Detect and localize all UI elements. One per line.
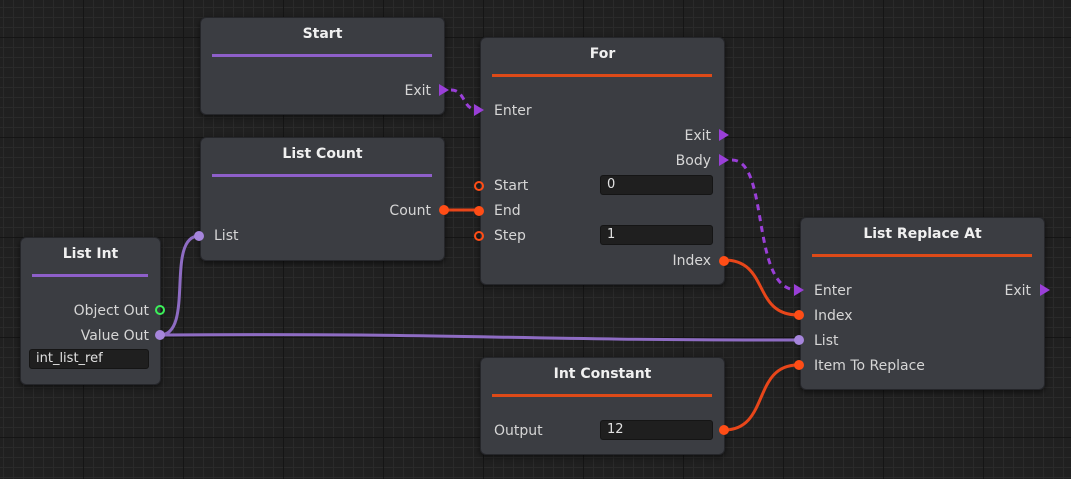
int-constant-output-label: Output <box>494 423 543 439</box>
list-replace-at-item-label: Item To Replace <box>814 358 925 374</box>
for-node[interactable]: For Enter Exit Body Start 0 End Step 1 I… <box>480 37 725 285</box>
list-int-object-out-label: Object Out <box>73 303 149 319</box>
for-body-label: Body <box>675 153 711 169</box>
start-title-divider <box>212 54 432 57</box>
list-replace-at-node[interactable]: List Replace At Enter Exit Index List It… <box>800 217 1045 390</box>
for-exit-label: Exit <box>684 128 711 144</box>
wire-for-index-to-replace-index[interactable] <box>723 258 799 317</box>
list-replace-at-exit-port[interactable] <box>1040 284 1050 296</box>
int-constant-value-field[interactable]: 12 <box>600 420 713 440</box>
list-int-ref-field[interactable]: int_list_ref <box>29 349 149 369</box>
for-step-value-field[interactable]: 1 <box>600 225 713 245</box>
list-count-count-label: Count <box>389 203 431 219</box>
list-count-node-title: List Count <box>282 146 363 162</box>
list-int-object-out-port[interactable] <box>155 305 165 315</box>
for-start-port[interactable] <box>474 181 484 191</box>
wire-for-body-to-replace-enter[interactable] <box>731 158 798 292</box>
list-count-node[interactable]: List Count Count List <box>200 137 445 261</box>
list-replace-at-enter-label: Enter <box>814 283 852 299</box>
int-constant-node-title: Int Constant <box>553 366 652 382</box>
for-node-title: For <box>589 46 616 62</box>
list-replace-at-index-port[interactable] <box>794 310 804 320</box>
list-count-title-divider <box>212 174 432 177</box>
list-count-count-port[interactable] <box>439 205 449 215</box>
list-replace-at-item-port[interactable] <box>794 360 804 370</box>
for-index-label: Index <box>672 253 711 269</box>
for-title-divider <box>492 74 712 77</box>
for-index-port[interactable] <box>719 256 729 266</box>
for-step-label: Step <box>494 228 526 244</box>
list-replace-at-exit-label: Exit <box>1004 283 1031 299</box>
list-replace-at-node-title: List Replace At <box>863 226 982 242</box>
int-constant-node[interactable]: Int Constant Output 12 <box>480 357 725 455</box>
list-replace-at-list-port[interactable] <box>794 335 804 345</box>
start-node-title: Start <box>302 26 343 42</box>
list-replace-at-enter-port[interactable] <box>794 284 804 296</box>
list-int-value-out-port[interactable] <box>155 330 165 340</box>
for-start-value-field[interactable]: 0 <box>600 175 713 195</box>
wire-value-out-to-list-count[interactable] <box>159 234 200 337</box>
start-exit-port[interactable] <box>439 84 449 96</box>
wire-constant-output-to-replace-item[interactable] <box>723 363 799 432</box>
start-exit-label: Exit <box>404 83 431 99</box>
list-count-list-port[interactable] <box>194 231 204 241</box>
list-count-list-label: List <box>214 228 239 244</box>
for-start-label: Start <box>494 178 529 194</box>
int-constant-output-port[interactable] <box>719 425 729 435</box>
list-replace-at-title-divider <box>812 254 1032 257</box>
int-constant-title-divider <box>492 394 712 397</box>
for-enter-port[interactable] <box>474 104 484 116</box>
list-replace-at-list-label: List <box>814 333 839 349</box>
for-end-port[interactable] <box>474 206 484 216</box>
list-replace-at-index-label: Index <box>814 308 853 324</box>
list-int-title-divider <box>32 274 148 277</box>
for-exit-port[interactable] <box>719 129 729 141</box>
list-int-node-title: List Int <box>62 246 119 262</box>
for-step-port[interactable] <box>474 231 484 241</box>
for-enter-label: Enter <box>494 103 532 119</box>
for-body-port[interactable] <box>719 154 729 166</box>
list-int-value-out-label: Value Out <box>80 328 149 344</box>
for-end-label: End <box>494 203 521 219</box>
wire-value-out-to-replace-list[interactable] <box>159 333 799 342</box>
start-node[interactable]: Start Exit <box>200 17 445 115</box>
list-int-node[interactable]: List Int Object Out Value Out int_list_r… <box>20 237 161 385</box>
